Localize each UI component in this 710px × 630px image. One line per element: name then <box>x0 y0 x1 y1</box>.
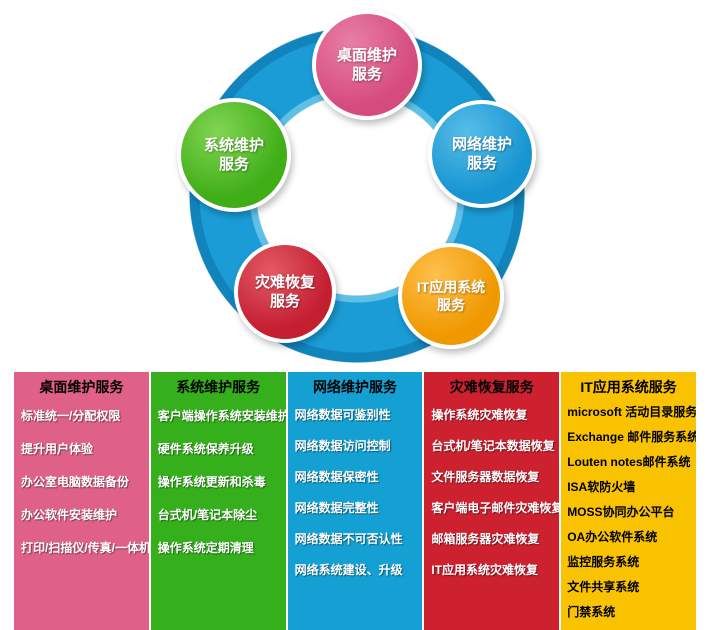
service-column-4: IT应用系统服务 microsoft 活动目录服务 Exchange 邮件服务系统 L… <box>561 372 696 630</box>
wheel-node-network-service: 网络维护 服务 <box>428 100 536 208</box>
service-item: 监控服务系统 <box>567 555 640 569</box>
column-header: 系统维护服务 <box>176 379 261 395</box>
service-item: 网络数据完整性 <box>294 501 379 515</box>
service-item: 门禁系统 <box>567 605 616 619</box>
service-columns: 桌面维护服务标准统一/分配权限提升用户体验办公室电脑数据备份办公软件安装维护打印… <box>14 372 696 630</box>
service-item: 台式机/笔记本除尘 <box>157 508 258 522</box>
service-item: 文件共享系统 <box>567 580 640 594</box>
node-label-line2: 服务 <box>437 297 465 313</box>
service-item: 硬件系统保养升级 <box>157 442 254 456</box>
service-item: OA办公软件系统 <box>567 530 658 544</box>
service-item: Louten notes邮件系统 <box>567 455 691 469</box>
service-item: 网络系统建设、升级 <box>294 563 403 577</box>
node-label-line1: 桌面维护 <box>336 46 397 64</box>
service-item: 台式机/笔记本数据恢复 <box>431 439 555 453</box>
service-column-3: 灾难恢复服务操作系统灾难恢复台式机/笔记本数据恢复文件服务器数据恢复客户端电子邮… <box>424 372 560 630</box>
column-header: 桌面维护服务 <box>39 379 124 395</box>
service-item: 邮箱服务器灾难恢复 <box>431 532 540 546</box>
service-item: 网络数据不可否认性 <box>294 532 403 546</box>
node-label-line1: IT应用系统 <box>416 278 486 295</box>
service-column-0: 桌面维护服务标准统一/分配权限提升用户体验办公室电脑数据备份办公软件安装维护打印… <box>14 372 149 630</box>
wheel-node-desktop-service: 桌面维护 服务 <box>312 10 422 120</box>
service-item: 操作系统定期清理 <box>157 541 254 555</box>
service-item: 提升用户体验 <box>21 442 94 456</box>
service-item: 标准统一/分配权限 <box>21 409 121 423</box>
node-label-line1: 网络维护 <box>451 135 512 153</box>
service-item: 打印/扫描仪/传真/一体机 <box>21 541 149 555</box>
column-header: 网络维护服务 <box>312 379 397 395</box>
service-item: ISA软防火墙 <box>567 480 636 494</box>
node-label-line2: 服务 <box>351 66 382 83</box>
node-label-line2: 服务 <box>269 293 300 310</box>
wheel-node-disaster-service: 灾难恢复 服务 <box>234 241 336 343</box>
service-item: 文件服务器数据恢复 <box>431 470 540 484</box>
service-item: 操作系统灾难恢复 <box>431 408 528 422</box>
node-label-line1: 灾难恢复 <box>254 273 315 291</box>
service-column-1: 系统维护服务客户端操作系统安装维护硬件系统保养升级操作系统更新和杀毒台式机/笔记… <box>150 372 286 630</box>
service-item: 客户端操作系统安装维护 <box>157 409 286 423</box>
column-header: 灾难恢复服务 <box>449 379 534 395</box>
node-label-line2: 服务 <box>466 155 497 172</box>
service-item: 办公软件安装维护 <box>21 508 118 522</box>
service-item: IT应用系统灾难恢复 <box>431 563 539 577</box>
service-item: MOSS协同办公平台 <box>567 505 675 519</box>
service-item: Exchange 邮件服务系统 <box>567 430 696 444</box>
column-header: IT应用系统服务 <box>580 379 677 395</box>
node-label-line2: 服务 <box>218 156 249 173</box>
service-item: 网络数据保密性 <box>294 470 379 484</box>
wheel-node-it-app-service: IT应用系统 服务 <box>398 243 504 349</box>
service-wheel-diagram: 桌面维护 服务 系统维护 服务 网络维护 服务 灾难恢复 服务 IT应用系统 服… <box>177 10 536 363</box>
node-label-line1: 系统维护 <box>203 136 264 154</box>
service-item: 操作系统更新和杀毒 <box>157 475 266 489</box>
service-item: 办公室电脑数据备份 <box>21 475 130 489</box>
wheel-node-system-service: 系统维护 服务 <box>177 98 291 212</box>
service-item: microsoft 活动目录服务 <box>567 405 696 419</box>
service-item: 网络数据可鉴别性 <box>294 408 391 422</box>
service-item: 客户端电子邮件灾难恢复 <box>431 501 560 515</box>
service-column-2: 网络维护服务网络数据可鉴别性网络数据访问控制网络数据保密性网络数据完整性网络数据… <box>287 372 423 630</box>
service-item: 网络数据访问控制 <box>294 439 391 453</box>
